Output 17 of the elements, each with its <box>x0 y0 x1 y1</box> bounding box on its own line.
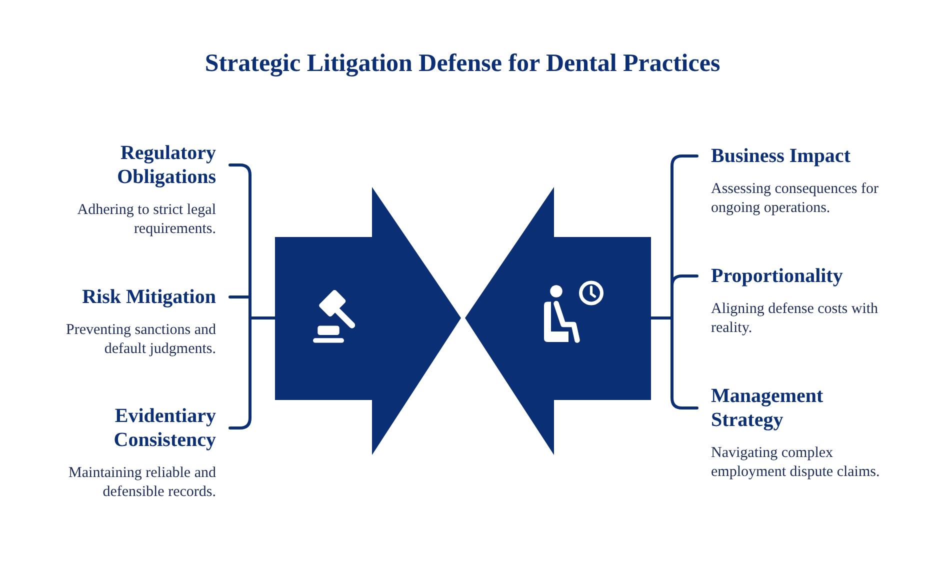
item-description: Adhering to strict legal requirements. <box>76 201 216 239</box>
item-heading: Proportionality <box>711 264 844 288</box>
item-heading: Evidentiary Consistency <box>112 404 216 452</box>
item-description: Aligning defense costs with reality. <box>711 300 880 338</box>
item-description: Navigating complex employment dispute claims. <box>711 444 881 482</box>
item-description: Preventing sanctions and default judgments. <box>65 321 216 359</box>
arrow-shape <box>465 187 651 455</box>
bracket-connector <box>228 316 276 430</box>
arrow-shape <box>275 187 461 455</box>
item-heading: Risk Mitigation <box>81 285 216 309</box>
item-heading: Management Strategy <box>711 384 824 432</box>
item-description: Assessing consequences for ongoing operations. <box>711 180 880 218</box>
item-heading: Regulatory Obligations <box>116 141 216 189</box>
bracket-connector <box>650 316 698 410</box>
diagram-title: Strategic Litigation Defense for Dental Practices <box>204 50 722 78</box>
item-heading: Business Impact <box>711 144 852 168</box>
item-description: Maintaining reliable and defensible records. <box>68 464 216 502</box>
